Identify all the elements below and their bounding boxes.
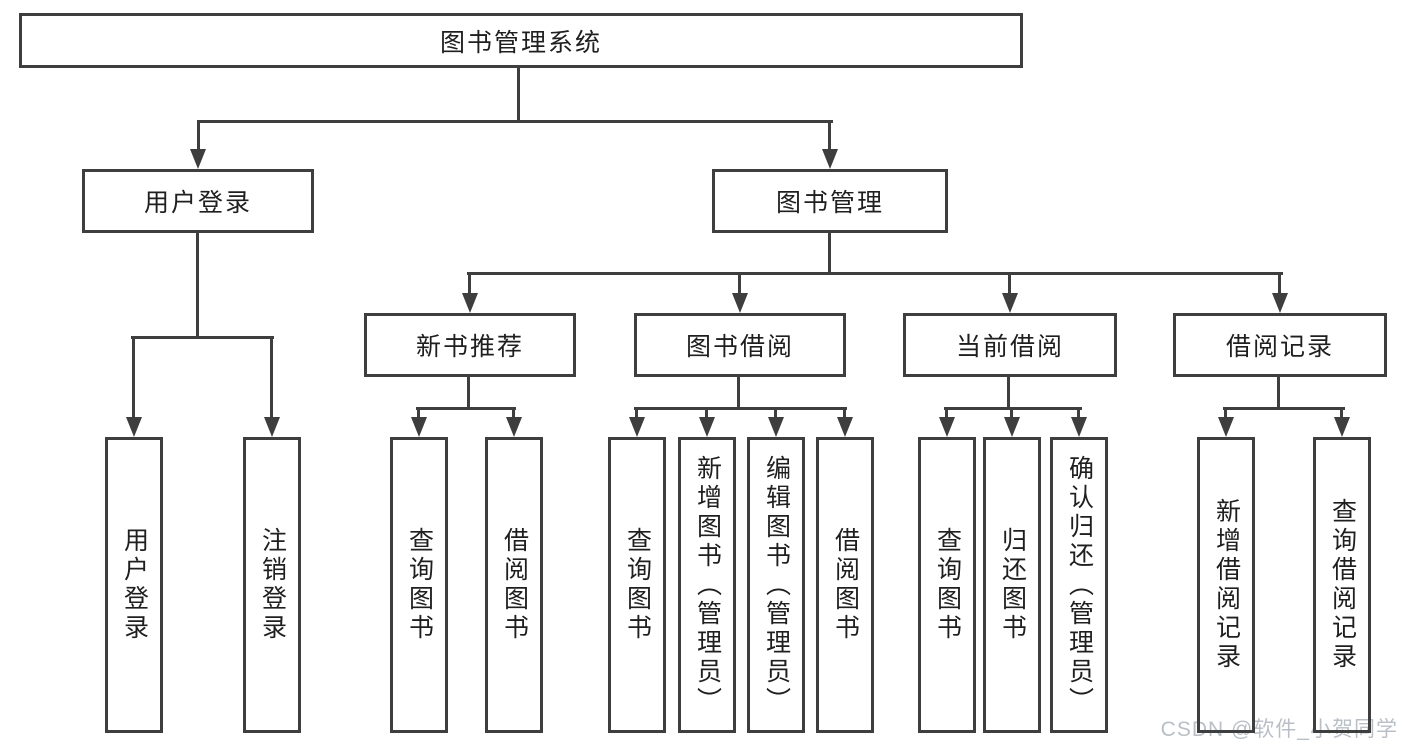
connector-line bbox=[1077, 407, 1080, 422]
node-user-login: 用户登录 bbox=[82, 169, 314, 233]
connector-line bbox=[634, 407, 847, 410]
node-borrowing-records-label: 借阅记录 bbox=[1225, 333, 1334, 361]
arrowhead-icon bbox=[699, 417, 715, 437]
node-user-login-label: 用户登录 bbox=[143, 189, 252, 217]
node-book-borrowing-label: 图书借阅 bbox=[685, 333, 794, 361]
node-library-management-system-label: 图书管理系统 bbox=[439, 28, 602, 57]
connector-line bbox=[945, 407, 948, 422]
connector-line bbox=[843, 407, 846, 422]
leaf-add-book-admin: 新增图书（管理员） bbox=[678, 437, 736, 733]
leaf-confirm-return-admin-label: 确认归还（管理员） bbox=[1065, 454, 1094, 716]
leaf-query-books-recommend-label: 查询图书 bbox=[405, 527, 434, 643]
connector-line bbox=[196, 233, 199, 339]
connector-line bbox=[828, 233, 831, 275]
leaf-logout: 注销登录 bbox=[243, 437, 301, 733]
leaf-borrow-books-recommend-label: 借阅图书 bbox=[500, 527, 529, 643]
leaf-return-book-label: 归还图书 bbox=[998, 527, 1027, 643]
node-book-management: 图书管理 bbox=[712, 169, 948, 233]
leaf-confirm-return-admin: 确认归还（管理员） bbox=[1050, 437, 1108, 733]
arrowhead-icon bbox=[1272, 293, 1288, 313]
arrowhead-icon bbox=[822, 149, 838, 169]
arrowhead-icon bbox=[1218, 417, 1234, 437]
leaf-return-book: 归还图书 bbox=[983, 437, 1041, 733]
connector-line bbox=[468, 272, 471, 297]
connector-line bbox=[774, 407, 777, 422]
connector-line bbox=[737, 377, 740, 410]
connector-line bbox=[1278, 272, 1281, 297]
connector-line bbox=[1008, 272, 1011, 297]
node-new-book-recommend-label: 新书推荐 bbox=[415, 333, 524, 361]
arrowhead-icon bbox=[462, 293, 478, 313]
leaf-borrow-books: 借阅图书 bbox=[816, 437, 874, 733]
leaf-query-borrow-record: 查询借阅记录 bbox=[1313, 437, 1371, 733]
connector-line bbox=[131, 336, 274, 339]
connector-line bbox=[512, 407, 515, 422]
connector-line bbox=[828, 120, 831, 152]
leaf-query-books-current: 查询图书 bbox=[918, 437, 976, 733]
leaf-add-book-admin-label: 新增图书（管理员） bbox=[693, 454, 722, 716]
arrowhead-icon bbox=[629, 417, 645, 437]
leaf-borrow-books-label: 借阅图书 bbox=[831, 527, 860, 643]
connector-line bbox=[197, 120, 833, 123]
connector-line bbox=[738, 272, 741, 297]
leaf-edit-book-admin: 编辑图书（管理员） bbox=[747, 437, 805, 733]
node-current-borrowing: 当前借阅 bbox=[903, 313, 1117, 377]
node-borrowing-records: 借阅记录 bbox=[1173, 313, 1387, 377]
node-current-borrowing-label: 当前借阅 bbox=[955, 333, 1064, 361]
connector-line bbox=[944, 407, 1082, 410]
leaf-query-books-current-label: 查询图书 bbox=[933, 527, 962, 643]
connector-line bbox=[132, 336, 135, 422]
leaf-add-borrow-record: 新增借阅记录 bbox=[1197, 437, 1255, 733]
connector-line bbox=[1007, 377, 1010, 410]
connector-line bbox=[416, 407, 516, 410]
node-library-management-system: 图书管理系统 bbox=[19, 13, 1023, 68]
leaf-query-books-recommend: 查询图书 bbox=[390, 437, 448, 733]
connector-line bbox=[467, 272, 1283, 275]
arrowhead-icon bbox=[411, 417, 427, 437]
leaf-add-borrow-record-label: 新增借阅记录 bbox=[1212, 498, 1241, 672]
leaf-query-borrow-record-label: 查询借阅记录 bbox=[1328, 498, 1357, 672]
leaf-edit-book-admin-label: 编辑图书（管理员） bbox=[762, 454, 791, 716]
connector-line bbox=[417, 407, 420, 422]
arrowhead-icon bbox=[1071, 417, 1087, 437]
node-new-book-recommend: 新书推荐 bbox=[364, 313, 576, 377]
leaf-user-login-label: 用户登录 bbox=[120, 527, 149, 643]
arrowhead-icon bbox=[837, 417, 853, 437]
connector-line bbox=[635, 407, 638, 422]
arrowhead-icon bbox=[126, 417, 142, 437]
connector-line bbox=[517, 68, 520, 123]
leaf-query-books-borrowing: 查询图书 bbox=[608, 437, 666, 733]
connector-line bbox=[197, 120, 200, 152]
leaf-query-books-borrowing-label: 查询图书 bbox=[623, 527, 652, 643]
connector-line bbox=[1340, 407, 1343, 422]
arrowhead-icon bbox=[190, 149, 206, 169]
arrowhead-icon bbox=[1004, 417, 1020, 437]
connector-line bbox=[467, 377, 470, 410]
arrowhead-icon bbox=[506, 417, 522, 437]
leaf-logout-label: 注销登录 bbox=[258, 527, 287, 643]
arrowhead-icon bbox=[1334, 417, 1350, 437]
connector-line bbox=[270, 336, 273, 422]
leaf-borrow-books-recommend: 借阅图书 bbox=[485, 437, 543, 733]
connector-line bbox=[1010, 407, 1013, 422]
arrowhead-icon bbox=[1002, 293, 1018, 313]
arrowhead-icon bbox=[768, 417, 784, 437]
connector-line bbox=[1277, 377, 1280, 410]
arrowhead-icon bbox=[939, 417, 955, 437]
connector-line bbox=[705, 407, 708, 422]
connector-line bbox=[1224, 407, 1227, 422]
arrowhead-icon bbox=[732, 293, 748, 313]
node-book-management-label: 图书管理 bbox=[775, 189, 884, 217]
node-book-borrowing: 图书借阅 bbox=[634, 313, 846, 377]
connector-line bbox=[1223, 407, 1345, 410]
leaf-user-login: 用户登录 bbox=[105, 437, 163, 733]
arrowhead-icon bbox=[264, 417, 280, 437]
